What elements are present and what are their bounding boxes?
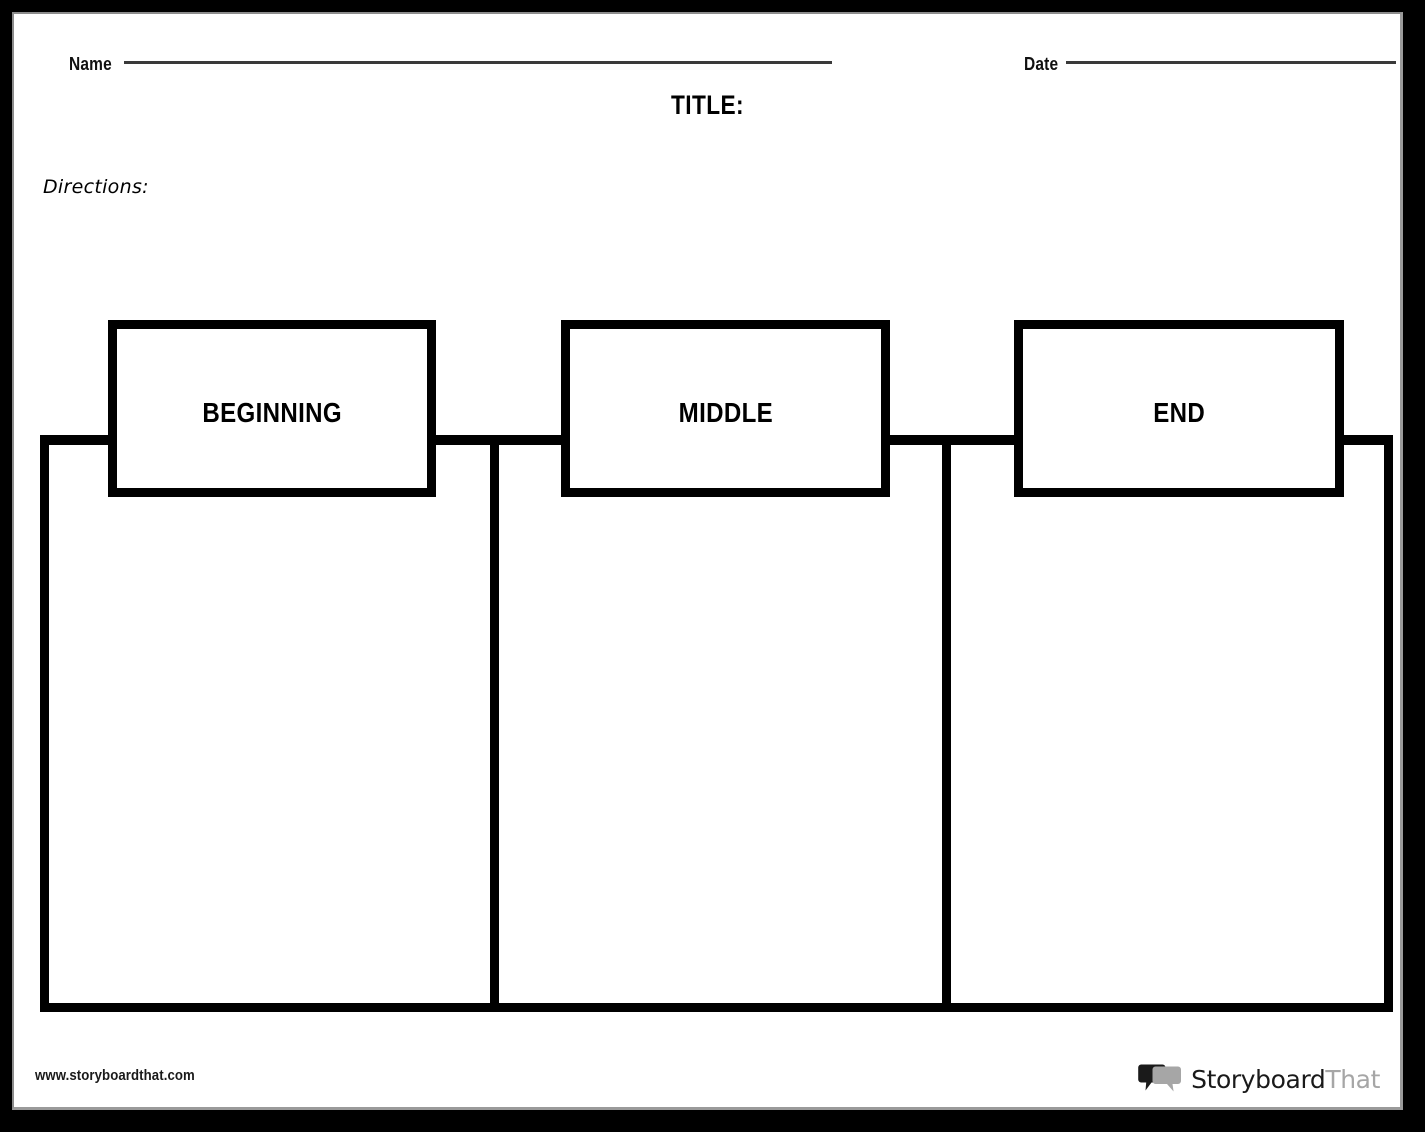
column-header-label-middle: MIDDLE <box>678 397 773 428</box>
column-divider-1 <box>490 445 499 1003</box>
worksheet-sheet: Name Date TITLE: Directions: BEGINNING <box>12 12 1403 1110</box>
column-write-area-middle[interactable] <box>499 445 942 1003</box>
date-label: Date <box>1024 54 1059 74</box>
logo-text-that: That <box>1325 1064 1380 1094</box>
organizer-columns-container <box>40 435 1393 1012</box>
column-header-box-middle[interactable]: MIDDLE <box>561 320 890 497</box>
footer-website-url[interactable]: www.storyboardthat.com <box>35 1067 195 1084</box>
page-title: TITLE: <box>14 90 1400 121</box>
column-header-box-end[interactable]: END <box>1014 320 1344 497</box>
column-write-area-beginning[interactable] <box>49 445 490 1003</box>
column-header-box-beginning[interactable]: BEGINNING <box>108 320 436 497</box>
column-header-label-end: END <box>1153 397 1205 428</box>
name-input-line[interactable] <box>124 61 832 64</box>
date-input-line[interactable] <box>1066 61 1396 64</box>
speech-bubbles-icon <box>1138 1064 1182 1094</box>
column-write-area-end[interactable] <box>951 445 1384 1003</box>
logo-text-storyboard: Storyboard <box>1191 1064 1326 1094</box>
page-title-text: TITLE: <box>670 90 744 120</box>
name-label: Name <box>69 54 112 74</box>
graphic-organizer: BEGINNING MIDDLE END <box>14 14 1400 1107</box>
directions-label: Directions: <box>43 176 149 198</box>
storyboardthat-logo[interactable]: StoryboardThat <box>1138 1058 1380 1100</box>
column-header-label-beginning: BEGINNING <box>202 397 342 428</box>
column-divider-2 <box>942 445 951 1003</box>
storyboardthat-logo-text: StoryboardThat <box>1191 1067 1380 1092</box>
